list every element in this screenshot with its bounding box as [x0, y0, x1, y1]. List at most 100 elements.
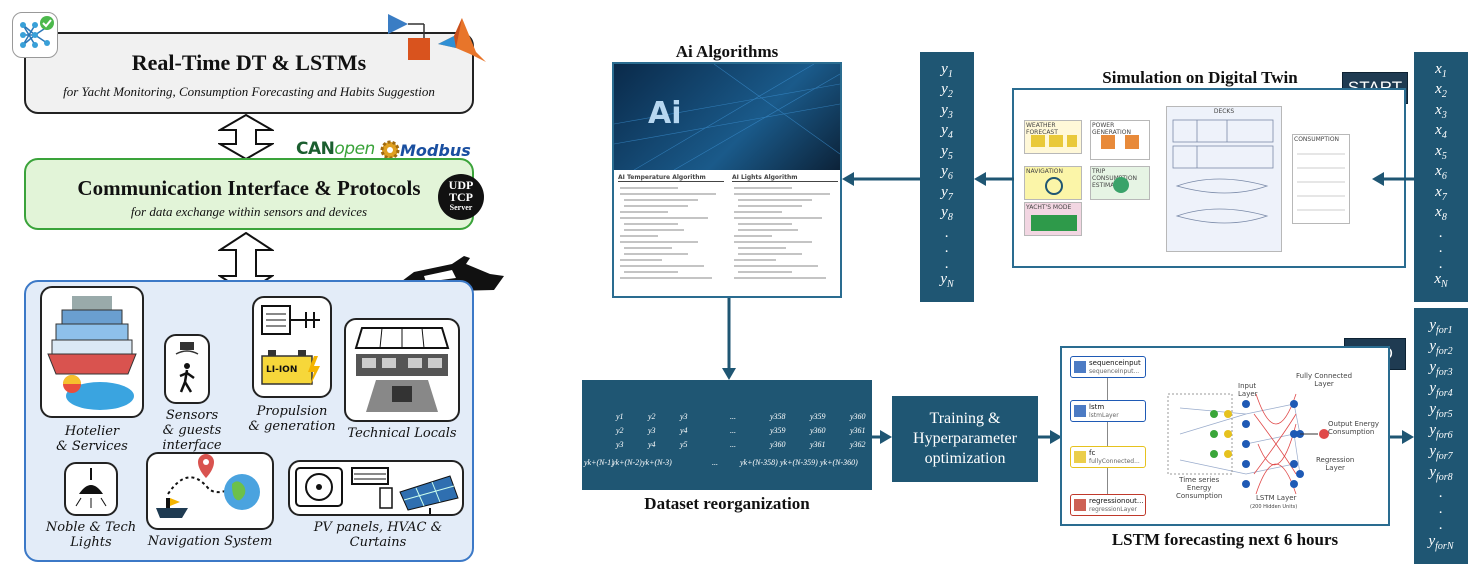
dataset-cell: ...	[730, 412, 736, 421]
dataset-cell: y3	[616, 440, 624, 449]
communication-interface-box: Communication Interface & Protocols for …	[24, 158, 474, 230]
x-vector-entry: x3	[1435, 101, 1447, 121]
pv-hvac-tile[interactable]	[288, 460, 464, 516]
layer-connector	[1107, 468, 1108, 494]
x-vector-entry: x5	[1435, 142, 1447, 162]
technical-locals-tile[interactable]	[344, 318, 460, 422]
y-vector-entry: y4	[941, 122, 953, 142]
layer-icon	[1074, 451, 1086, 463]
x-vector-entry: x8	[1435, 204, 1447, 224]
dataset-cell: y2	[648, 412, 656, 421]
communication-title: Communication Interface & Protocols	[77, 176, 421, 200]
dt-trip-panel: TRIP CONSUMPTION ESTIMATION	[1090, 166, 1150, 200]
nn-time-series-label: Time series Energy Consumption	[1176, 476, 1223, 500]
dataset-cell: y3	[680, 412, 688, 421]
y-vector-entry: y8	[941, 204, 953, 224]
dataset-cell: y4	[680, 426, 688, 435]
layer-connector	[1107, 378, 1108, 400]
hotelier-caption: Hotelier & Services	[56, 424, 128, 454]
bridge-cockpit-icon	[354, 327, 450, 412]
dt-power-panel: POWER GENERATION	[1090, 120, 1150, 160]
arrow-lstm-to-yfor	[1390, 430, 1414, 444]
pv-hvac-caption: PV panels, HVAC & Curtains	[313, 520, 443, 550]
x-vector-entry: x7	[1435, 183, 1447, 203]
dataset-cell: yk+(N-358)	[740, 458, 778, 467]
modbus-logo: Modbus	[400, 141, 471, 160]
dataset-cell: y2	[616, 426, 624, 435]
dataset-cell: y360	[850, 412, 866, 421]
technical-locals-caption: Technical Locals	[347, 426, 457, 441]
dataset-cell: yk+(N-3)	[642, 458, 672, 467]
nn-lstm-layer-label: LSTM Layer	[1256, 494, 1297, 502]
y-vector-entry: y6	[941, 163, 953, 183]
yfor-vector-entry: yfor1	[1429, 317, 1453, 337]
yfor-vector-entry: yforN	[1428, 533, 1454, 553]
x-vector-entry: .	[1439, 224, 1443, 241]
bidirectional-arrow-icon	[218, 114, 274, 160]
x-vector-entry: x6	[1435, 163, 1447, 183]
layer-icon	[1074, 499, 1086, 511]
y-vector-entry: y2	[941, 81, 953, 101]
lamp-icon	[75, 468, 107, 508]
ai-algorithms-title: Ai Algorithms	[675, 42, 779, 61]
navigation-caption: Navigation System	[147, 534, 273, 549]
dataset-cell: y359	[770, 426, 786, 435]
y-vector-entry: y7	[941, 183, 953, 203]
yfor-vector-entry: yfor2	[1429, 338, 1453, 358]
dt-lstm-subtitle: for Yacht Monitoring, Consumption Foreca…	[63, 84, 435, 99]
y-vector-entry: y5	[941, 142, 953, 162]
yfor-vector-entry: .	[1439, 517, 1443, 533]
dataset-cell: y360	[810, 426, 826, 435]
y-vector-entry: .	[945, 255, 949, 272]
simulink-logo-icon	[388, 14, 430, 60]
dt-consumption-panel: CONSUMPTION	[1292, 134, 1350, 224]
arrow-ai-to-dataset	[722, 298, 736, 380]
lights-caption: Noble & Tech Lights	[45, 520, 137, 550]
navigation-tile[interactable]	[146, 452, 274, 530]
dt-lstm-title: Real-Time DT & LSTMs	[131, 50, 367, 75]
arrow-y-to-ai	[842, 172, 920, 186]
sensors-caption: Sensors & guests interface	[162, 408, 222, 453]
pv-hvac-curtains-icon	[295, 467, 459, 514]
dataset-cell: y1	[616, 412, 624, 421]
yfor-vector-entry: yfor5	[1429, 401, 1453, 421]
yfor-vector-entry: yfor7	[1429, 443, 1453, 463]
layer-name: regressionout...	[1089, 497, 1144, 505]
nn-regression-label: Regression Layer	[1316, 456, 1355, 472]
dataset-title: Dataset reorganization	[644, 494, 810, 513]
yfor-vector-entry: yfor6	[1429, 422, 1453, 442]
propulsion-tile[interactable]: LI-ION	[252, 296, 332, 398]
y-vector-entry: .	[945, 224, 949, 241]
dataset-cell: y360	[770, 440, 786, 449]
x-vector-entry: x1	[1435, 61, 1447, 81]
x-vector-entry: x4	[1435, 122, 1447, 142]
lstm-title: LSTM forecasting next 6 hours	[1111, 530, 1339, 549]
matlab-logo-icon	[438, 18, 486, 62]
y-vector-entry: y1	[941, 61, 953, 81]
layer-sub: sequenceInput...	[1089, 368, 1140, 375]
ai-hero-text: Ai	[648, 96, 682, 131]
battery-label: LI-ION	[266, 365, 298, 375]
sensors-tile[interactable]	[164, 334, 210, 404]
dataset-cell: ...	[712, 458, 718, 467]
dt-lstm-header-box: Real-Time DT & LSTMs for Yacht Monitorin…	[24, 32, 474, 114]
layer-icon	[1074, 405, 1086, 417]
dataset-cell: y359	[810, 412, 826, 421]
nn-output-label: Output Energy Consumption	[1328, 420, 1380, 436]
lights-tile[interactable]	[64, 462, 118, 516]
dataset-cell: y5	[680, 440, 688, 449]
dataset-cell: yk+(N-359)	[780, 458, 818, 467]
layer-sub: lstmLayer	[1089, 412, 1119, 419]
layer-name: fc	[1089, 449, 1096, 457]
hotelier-tile[interactable]	[40, 286, 144, 418]
lstm-network-diagram	[1167, 393, 1329, 495]
x-vector-entry: .	[1439, 255, 1443, 272]
cruise-ship-icon	[47, 296, 137, 410]
yfor-vector-entry: .	[1439, 501, 1443, 517]
y-vector-entry: .	[945, 240, 949, 257]
communication-subtitle: for data exchange within sensors and dev…	[130, 204, 368, 219]
arrow-training-to-lstm	[1038, 430, 1062, 444]
